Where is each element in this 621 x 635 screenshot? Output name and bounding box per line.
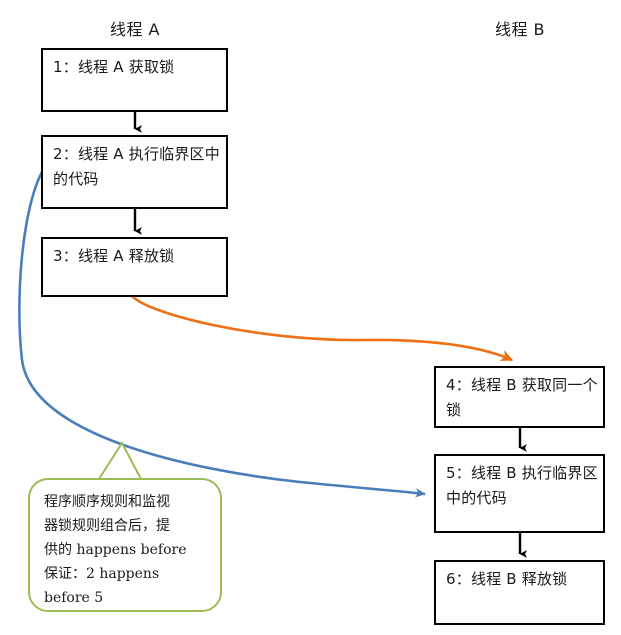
callout-line-4-latin: 2 happens: [86, 566, 160, 582]
step-box-3[interactable]: 3：线程 A 释放锁: [41, 237, 228, 297]
step-box-1[interactable]: 1：线程 A 获取锁: [41, 48, 228, 112]
callout-line-5-latin: before 5: [44, 590, 104, 606]
step-box-6[interactable]: 6：线程 B 释放锁: [434, 560, 605, 625]
column-header-thread-b: 线程 B: [494, 20, 546, 39]
callout-line-2: 器锁规则组合后，提: [44, 518, 170, 534]
callout-line-3-cjk: 供的: [44, 542, 77, 558]
step-box-4[interactable]: 4：线程 B 获取同一个锁: [434, 366, 605, 428]
callout-line-1: 程序顺序规则和监视: [44, 494, 170, 510]
step-box-5[interactable]: 5：线程 B 执行临界区中的代码: [434, 454, 605, 533]
arrow-step3-to-step4-unlock-lock: [131, 295, 514, 362]
callout-line-4-cjk: 保证：: [44, 566, 86, 582]
callout-tail: [98, 441, 142, 480]
callout-line-3-latin: happens before: [76, 542, 187, 558]
happens-before-callout[interactable]: 程序顺序规则和监视 器锁规则组合后，提 供的 happens before 保证…: [28, 478, 222, 612]
arrow-step2-to-step5-happens-before: [18, 171, 426, 498]
step-box-2[interactable]: 2：线程 A 执行临界区中的代码: [41, 135, 228, 209]
column-header-thread-a: 线程 A: [109, 20, 161, 39]
